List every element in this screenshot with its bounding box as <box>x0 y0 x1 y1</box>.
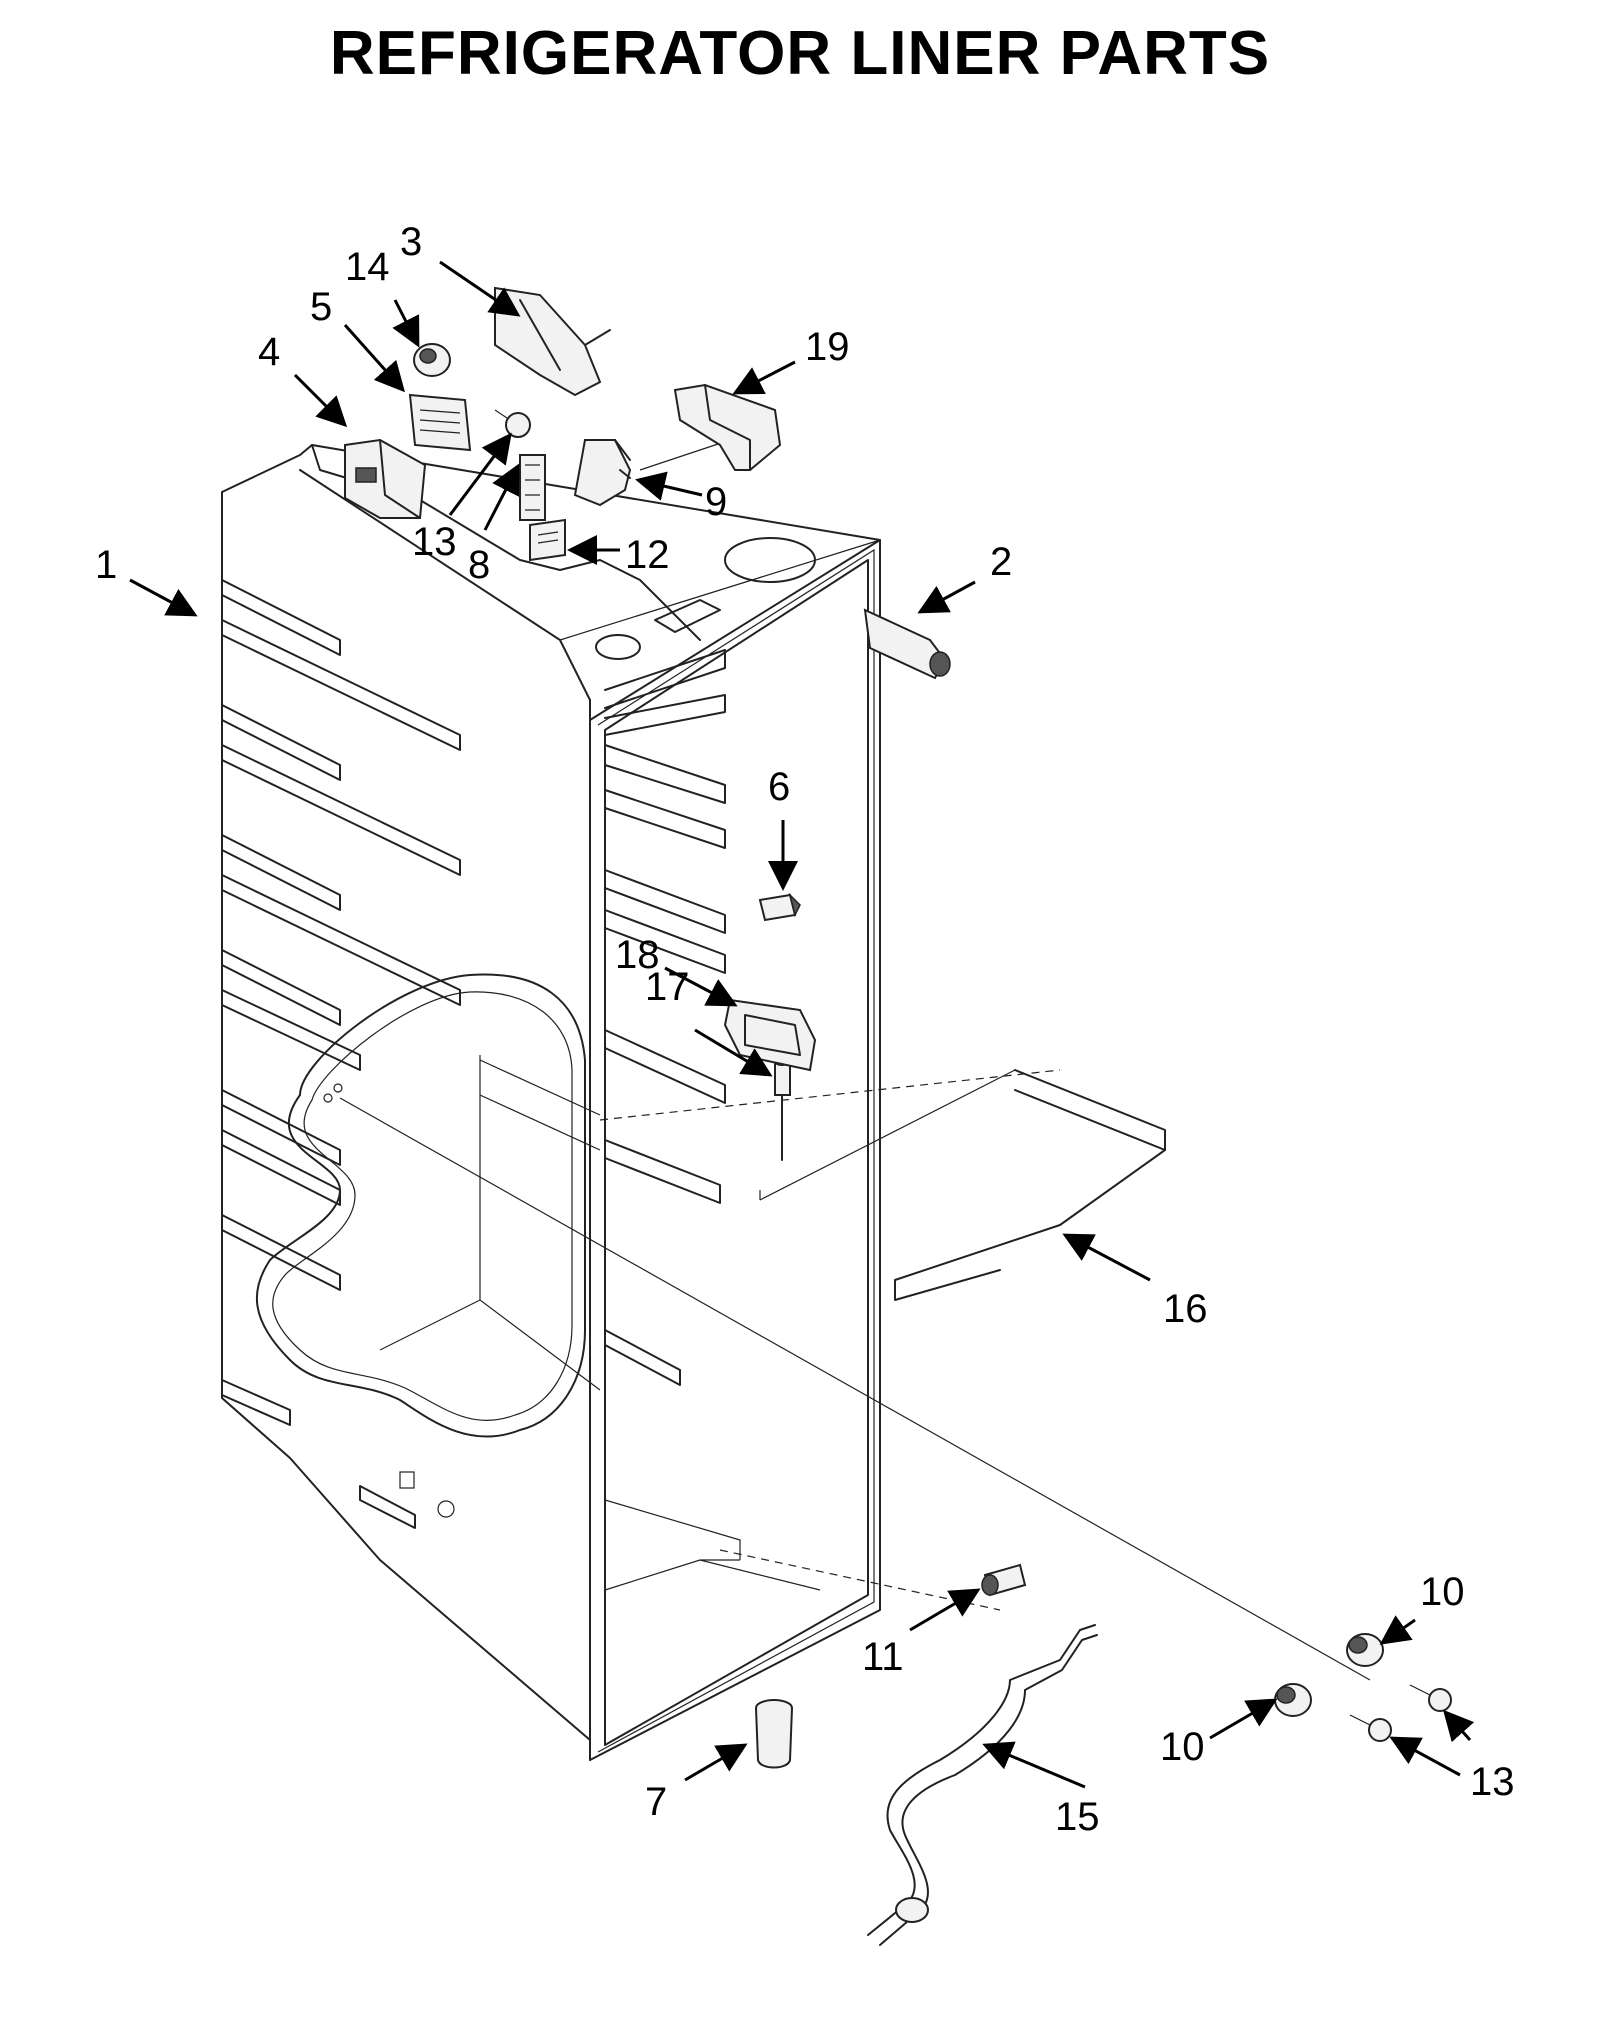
part-13-bulb-top <box>494 409 531 438</box>
callout-10-lower: 10 <box>1160 1725 1205 1769</box>
callout-11: 11 <box>862 1635 904 1679</box>
part-3-vent-cover <box>494 286 611 397</box>
part-15-hose <box>867 1624 1098 1946</box>
part-5-vent-grille <box>408 393 472 452</box>
callout-2: 2 <box>990 540 1012 584</box>
part-11-connector <box>981 1563 1027 1597</box>
callout-labels: 1 2 3 4 5 6 7 8 9 10 10 11 12 13 13 13 1… <box>95 220 1515 1839</box>
callout-arrows <box>129 260 1475 1789</box>
page-title: REFRIGERATOR LINER PARTS <box>329 19 1271 88</box>
callout-4: 4 <box>258 330 280 374</box>
callout-5: 5 <box>310 285 332 329</box>
part-16-panel <box>894 1069 1166 1301</box>
callout-6: 6 <box>768 765 790 809</box>
part-6-switch <box>758 892 801 922</box>
callout-13-top: 13 <box>412 520 457 564</box>
part-19-hinge-bracket <box>673 383 782 471</box>
callout-8: 8 <box>468 543 490 587</box>
callout-7: 7 <box>645 1780 667 1824</box>
part-13-bulb-lower <box>1349 1714 1392 1742</box>
callout-18: 18 <box>615 933 660 977</box>
part-10-knob-upper <box>1346 1633 1384 1667</box>
callout-19: 19 <box>805 325 850 369</box>
callout-17: 17 <box>645 965 690 1009</box>
callout-16: 16 <box>1163 1287 1208 1331</box>
callout-14: 14 <box>345 245 390 289</box>
part-2-roller <box>863 608 951 680</box>
callout-13-right: 13 <box>1470 1760 1515 1804</box>
part-4-control-housing <box>344 438 427 519</box>
liner-body <box>221 429 1371 1761</box>
part-13-bulb-right <box>1409 1684 1452 1712</box>
part-17-probe <box>773 1054 791 1161</box>
callout-9: 9 <box>705 480 727 524</box>
liner-shelf-ribs-right <box>604 649 726 1386</box>
part-8-filter <box>519 454 546 521</box>
callout-15: 15 <box>1055 1795 1100 1839</box>
part-10-knob-lower <box>1274 1683 1312 1717</box>
callout-12: 12 <box>625 533 670 577</box>
part-14-socket <box>413 343 451 377</box>
part-18-light-housing <box>723 998 817 1072</box>
part-7-cup <box>755 1699 793 1769</box>
callout-1: 1 <box>95 543 117 587</box>
part-12-plate <box>529 518 566 562</box>
part-9-housing <box>573 439 632 507</box>
liner-shelf-ribs-left <box>221 579 461 1426</box>
callout-10-upper: 10 <box>1420 1570 1465 1614</box>
callout-3: 3 <box>400 220 422 264</box>
